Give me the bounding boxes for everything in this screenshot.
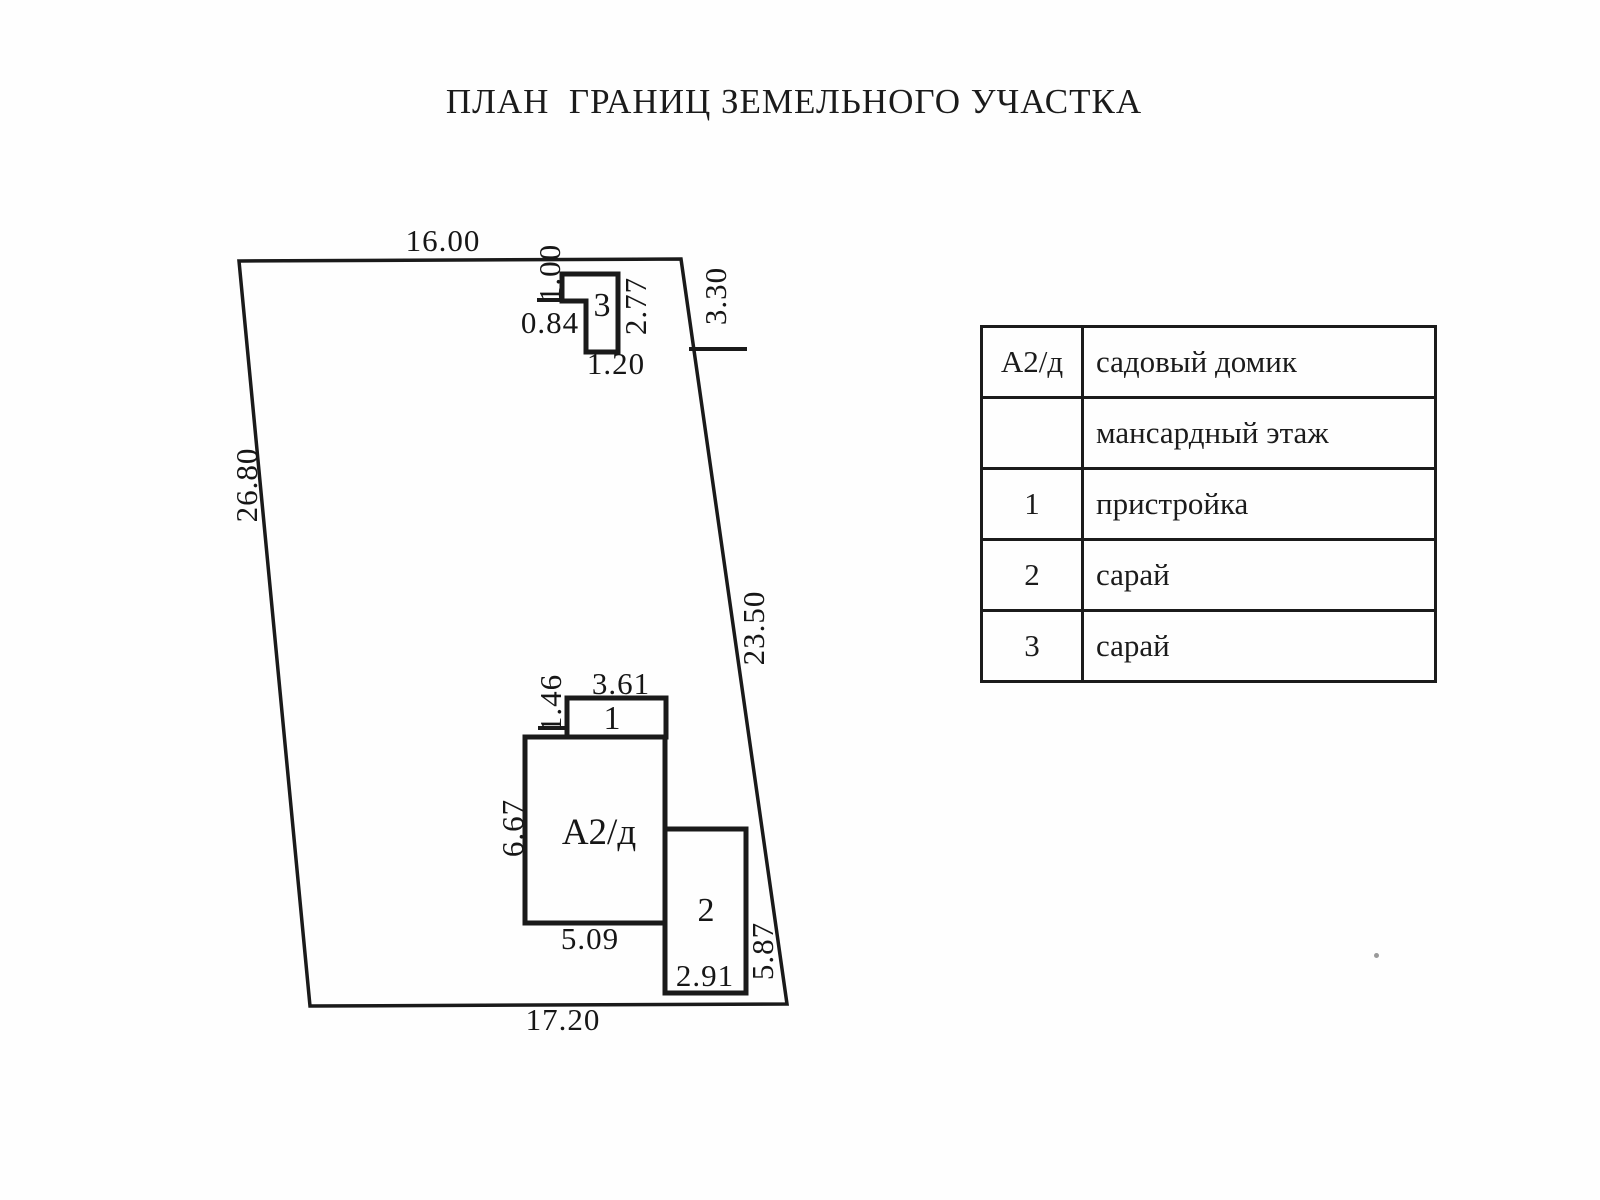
legend-table: А2/д садовый домик мансардный этаж 1 при… — [980, 325, 1437, 683]
legend-row: 1 пристройка — [980, 467, 1437, 541]
building-main-label: А2/д — [562, 812, 636, 853]
dimension-left: 26.80 — [229, 448, 264, 523]
legend-code: 3 — [980, 609, 1084, 683]
dimension-right-upper: 3.30 — [698, 267, 733, 325]
legend-description: мансардный этаж — [1081, 396, 1437, 470]
dimension-building-3-step-width: 0.84 — [521, 305, 579, 340]
dimension-right-lower: 23.50 — [736, 591, 771, 666]
scan-speck — [1374, 953, 1379, 958]
legend-description: садовый домик — [1081, 325, 1437, 399]
building-3-label: 3 — [594, 287, 611, 324]
legend-description: пристройка — [1081, 467, 1437, 541]
legend-code: А2/д — [980, 325, 1084, 399]
legend-row: А2/д садовый домик — [980, 325, 1437, 399]
building-2-label: 2 — [698, 892, 715, 929]
dimension-bottom: 17.20 — [526, 1002, 601, 1037]
legend-description: сарай — [1081, 609, 1437, 683]
dimension-building-3-bottom-width: 1.20 — [587, 346, 645, 381]
dimension-building-3-step-height: 1.00 — [532, 244, 567, 302]
dimension-building-2-right-height: 5.87 — [745, 922, 780, 980]
dimension-building-3-right-height: 2.77 — [618, 277, 653, 335]
legend-code — [980, 396, 1084, 470]
legend-code: 2 — [980, 538, 1084, 612]
legend-row: 2 сарай — [980, 538, 1437, 612]
building-2-outline — [662, 826, 749, 996]
legend-row: 3 сарай — [980, 609, 1437, 683]
dimension-building-main-bottom-width: 5.09 — [561, 921, 619, 956]
legend-row: мансардный этаж — [980, 396, 1437, 470]
dimension-building-main-left-height: 6.67 — [495, 799, 530, 857]
legend-code: 1 — [980, 467, 1084, 541]
building-1-label: 1 — [604, 700, 621, 737]
dimension-building-1-top-width: 3.61 — [592, 666, 650, 701]
legend-description: сарай — [1081, 538, 1437, 612]
parcel-boundary-outline — [237, 257, 790, 1008]
dimension-building-1-left-height: 1.46 — [533, 674, 568, 732]
dimension-top: 16.00 — [406, 223, 481, 258]
page-title: ПЛАН ГРАНИЦ ЗЕМЕЛЬНОГО УЧАСТКА — [445, 82, 1143, 121]
dimension-building-2-bottom-width: 2.91 — [676, 958, 734, 993]
